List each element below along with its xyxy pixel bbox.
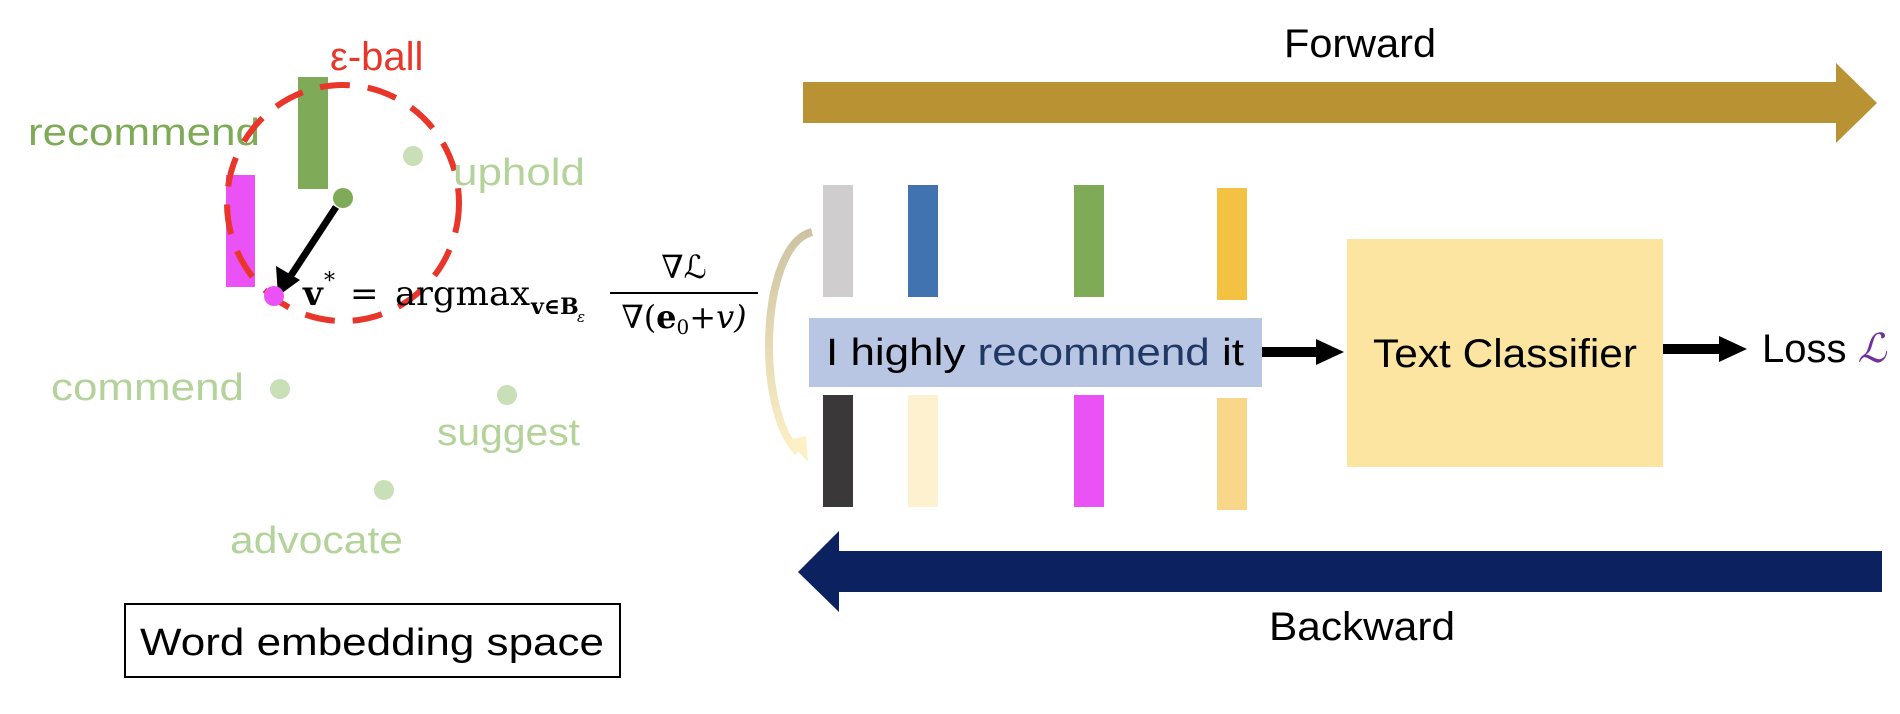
formula-equals: =	[350, 274, 379, 314]
perturbation-arrow-shaft	[287, 205, 339, 279]
neighbor-label-advocate: advocate	[230, 520, 403, 562]
loss-label: Loss ℒ	[1762, 326, 1888, 372]
argmax-formula: v * = argmax v∈B ε ∇ℒ ∇(e0+v)	[302, 248, 758, 339]
adversarial-embedding-dot	[264, 286, 284, 306]
replace-curve-arrow	[765, 228, 814, 455]
sentence-to-classifier-arrow	[1262, 339, 1344, 365]
neighbor-dot-commend	[270, 379, 290, 399]
neighbor-label-commend: commend	[51, 367, 244, 409]
neighbor-dot-advocate	[374, 480, 394, 500]
neighbor-label-suggest: suggest	[437, 412, 580, 454]
formula-numerator: ∇ℒ	[661, 248, 706, 286]
sentence-prefix: I highly	[826, 332, 978, 374]
backward-label: Backward	[1269, 605, 1455, 649]
loss-symbol: ℒ	[1858, 326, 1888, 372]
formula-subscript-eps: ε	[577, 308, 585, 326]
perturbed-token-embedding-0	[823, 395, 853, 507]
forward-arrow	[803, 63, 1877, 143]
original-token-embedding-0	[823, 185, 853, 297]
original-token-embedding-2	[1074, 185, 1104, 297]
original-token-embedding-3	[1217, 188, 1247, 300]
original-token-embeddings	[823, 185, 1247, 300]
formula-lhs: v	[302, 274, 324, 314]
perturbed-token-embeddings	[823, 395, 1247, 510]
original-token-embedding-1	[908, 185, 938, 297]
formula-lhs-superscript: *	[324, 269, 335, 294]
caption-text: Word embedding space	[140, 622, 604, 664]
formula-denominator: ∇(e0+v)	[621, 298, 746, 339]
embedding-space: ε-ball recommend uphold commend suggest …	[28, 35, 621, 678]
perturbation-arrow-head	[276, 266, 300, 296]
backward-arrow	[798, 531, 1882, 612]
sentence-target-word: recommend	[978, 332, 1210, 374]
sentence-suffix: it	[1210, 332, 1245, 374]
replace-curve-arrowhead	[788, 436, 808, 462]
text-classifier-label: Text Classifier	[1373, 332, 1637, 376]
forward-label: Forward	[1284, 22, 1436, 66]
target-word-label: recommend	[28, 112, 260, 154]
input-sentence: I highly recommend it	[826, 332, 1245, 374]
classifier-to-loss-arrow	[1663, 336, 1747, 362]
target-embedding-dot	[333, 188, 353, 208]
perturbed-token-embedding-1	[908, 395, 938, 507]
neighbor-dot-suggest	[497, 385, 517, 405]
epsilon-ball-label: ε-ball	[330, 35, 423, 79]
formula-operator: argmax	[395, 274, 530, 314]
neighbor-label-uphold: uphold	[453, 152, 585, 194]
perturbed-token-embedding-3	[1217, 398, 1247, 510]
neighbor-dot-uphold	[403, 146, 423, 166]
sentence-box	[809, 318, 1262, 387]
text-classifier-box	[1347, 239, 1663, 467]
perturbed-token-embedding-2	[1074, 395, 1104, 507]
target-embedding-bar	[298, 77, 328, 189]
epsilon-ball-circle	[224, 82, 462, 324]
caption-box	[124, 603, 621, 678]
formula-subscript: v∈B	[530, 294, 579, 320]
